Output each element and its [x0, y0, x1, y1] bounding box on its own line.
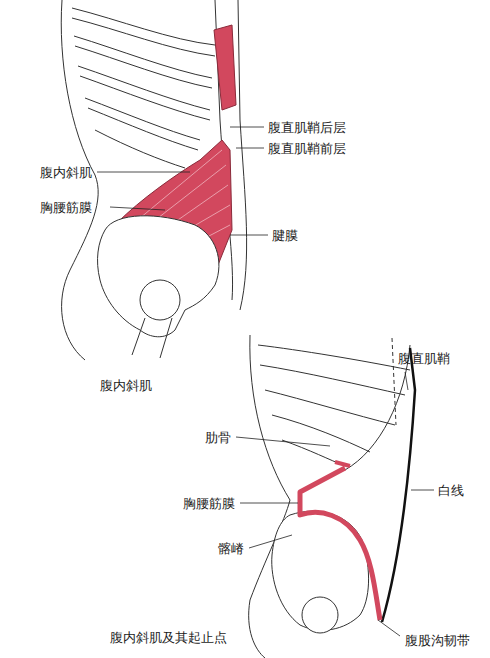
ribs [258, 345, 410, 466]
part-label: 腹直肌鞘 [398, 350, 450, 367]
femur-head [302, 597, 338, 633]
leader-line [411, 490, 434, 491]
rib-attachment [335, 462, 350, 466]
part-label: 髂嵴 [218, 540, 244, 557]
leader-line [236, 437, 330, 446]
ribs [72, 8, 215, 168]
leader-line [378, 620, 400, 636]
pelvis [98, 216, 219, 337]
part-label: 腱膜 [272, 227, 298, 244]
leader-line [230, 127, 264, 128]
leader-lines [97, 127, 434, 636]
part-label: 肋骨 [205, 429, 231, 446]
leader-line [110, 207, 165, 210]
part-label: 腹内斜肌 [40, 164, 92, 181]
part-label: 腹股沟韧带 [405, 632, 470, 649]
figure-caption: 腹内斜肌 [100, 377, 152, 394]
figure-caption: 腹内斜肌及其起止点 [110, 629, 227, 646]
leader-line [405, 372, 408, 390]
part-label: 腹直肌鞘后层 [268, 119, 346, 136]
linea-alba [382, 348, 415, 622]
lower-figure [249, 335, 415, 658]
leader-line [97, 172, 190, 173]
part-label: 白线 [438, 482, 464, 499]
leader-line [236, 148, 264, 149]
part-label: 腹直肌鞘前层 [268, 140, 346, 157]
leader-line [249, 535, 292, 548]
part-label: 胸腰筋膜 [40, 199, 92, 216]
part-label: 胸腰筋膜 [183, 495, 235, 512]
leader-line [230, 235, 268, 236]
femur-head [140, 280, 180, 320]
leader-line [240, 503, 298, 504]
body-outline [249, 335, 290, 658]
sheath-strip [214, 25, 236, 110]
femur-shaft [132, 318, 172, 358]
rectus-sheath [392, 338, 396, 425]
muscle-attachment [300, 468, 380, 620]
